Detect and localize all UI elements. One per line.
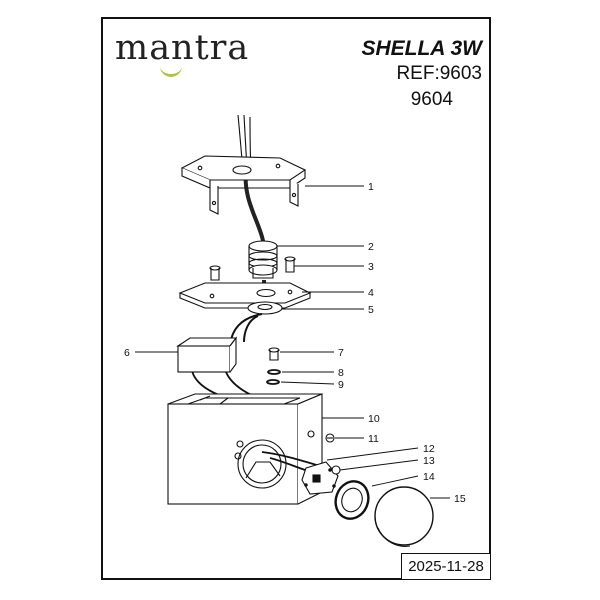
housing-front-socket [237,439,287,489]
mounting-plate [178,282,312,309]
washer-8 [267,369,281,375]
gasket-ring [247,301,283,315]
cable-gland [248,240,278,279]
leader-lines [135,185,450,499]
mounting-bracket [180,155,307,215]
part-label-10: 10 [368,413,380,425]
braided-cable [243,169,266,251]
logo-accent-mark [160,66,182,77]
part-label-7: 7 [338,347,344,359]
part-label-15: 15 [454,493,466,505]
led-wire-1 [261,451,321,467]
diffuser-cover [374,486,434,547]
driver-wire-2 [243,315,259,343]
part-label-4: 4 [368,287,374,299]
part-label-14: 14 [423,471,435,483]
housing-screw-hole-2 [234,452,242,460]
reflector [334,480,370,520]
reference-number: REF:9603 [396,63,482,84]
led-screw [331,465,341,475]
date-stamp: 2025-11-28 [401,553,491,580]
part-label-9: 9 [338,379,344,391]
led-module [301,461,339,495]
part-label-2: 2 [368,241,374,253]
part-label-12: 12 [423,443,435,455]
brand-logo: mantra [115,28,249,68]
part-label-1: 1 [368,181,374,193]
side-screw [325,433,335,443]
led-driver [176,336,238,373]
screw-right [284,256,296,273]
reference-number-secondary: 9604 [410,89,453,110]
housing-screw-hole-3 [307,430,315,438]
part-numbers: 1 2 3 4 5 6 7 8 9 10 11 12 13 14 15 [124,181,466,505]
part-label-6: 6 [124,347,130,359]
washer-9 [266,379,280,385]
product-title: SHELLA 3W [361,37,482,60]
housing-screw-hole-1 [236,440,244,448]
part-label-11: 11 [368,433,379,445]
brand-wordmark: mantra [115,28,250,68]
screw-left [209,265,221,281]
part-label-13: 13 [423,455,435,467]
small-screw [268,347,280,361]
part-label-8: 8 [338,367,344,379]
part-label-3: 3 [368,261,374,273]
part-label-5: 5 [368,304,374,316]
